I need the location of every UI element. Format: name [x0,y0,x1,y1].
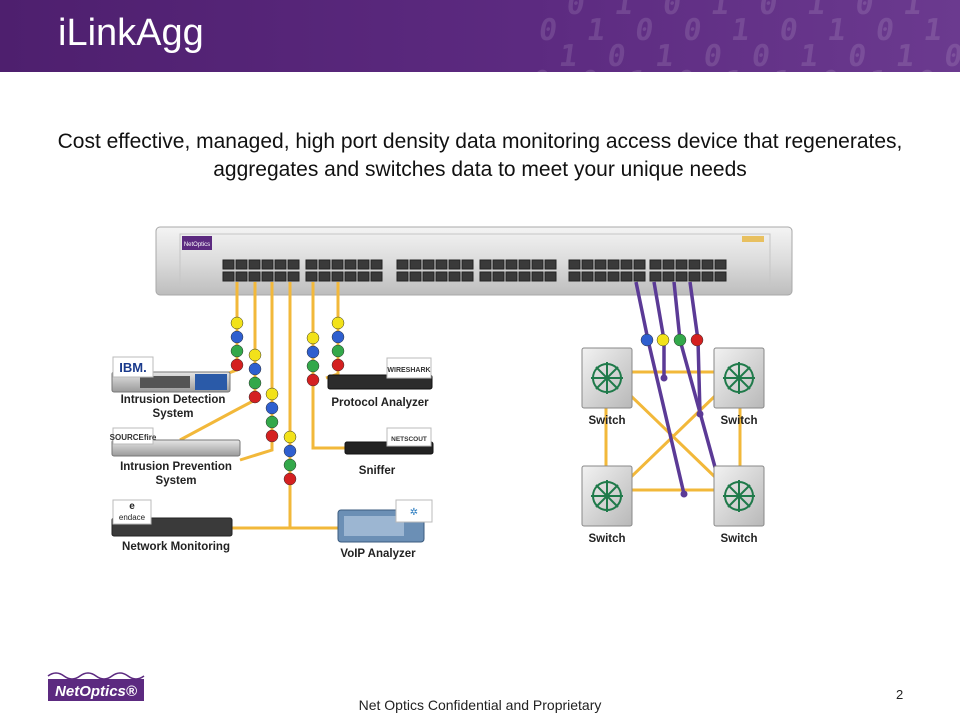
page-title: iLinkAgg [58,12,204,54]
appliance-logo-badge [182,236,212,250]
ips-label-line1: Intrusion Prevention [120,461,232,473]
network-monitoring-label: Network Monitoring [122,541,230,553]
port-bank [222,259,727,282]
voip-analyzer-label: VoIP Analyzer [340,548,416,560]
protocol-analyzer-device: WIRESHARK Protocol Analyzer [327,357,433,409]
sourcefire-logo: SOURCEfire [110,433,157,442]
switch-bottom-left: Switch [581,465,633,545]
intrusion-prevention-device: SOURCEfire Intrusion Prevention System [110,427,241,487]
network-monitoring-device: e endace Network Monitoring [111,499,233,553]
confidential-footer: Net Optics Confidential and Proprietary [358,697,602,713]
switch-label: Switch [720,415,757,427]
switch-top-left: Switch [581,347,633,427]
switch-interconnect-cables [604,370,742,492]
netoptics-logo: NetOptics® [47,672,145,701]
switch-top-right: Switch [713,347,765,427]
endace-logo: endace [119,513,146,522]
protocol-analyzer-label: Protocol Analyzer [331,397,429,409]
svg-text:✲: ✲ [410,507,418,518]
switch-label: Switch [720,533,757,545]
appliance-brand-label: NetOptics [184,242,210,248]
ilinkagg-appliance: NetOptics [155,226,793,296]
switch-label: Switch [588,415,625,427]
ips-label-line2: System [156,475,197,487]
wireshark-logo: WIRESHARK [387,367,430,374]
switch-bottom-right: Switch [713,465,765,545]
footer-brand: NetOptics® [55,683,138,700]
svg-text:e: e [129,501,135,512]
slide-subtitle: Cost effective, managed, high port densi… [57,130,903,181]
page-number: 2 [896,687,904,702]
ids-label-line2: System [153,408,194,420]
switch-traffic-dots [640,333,704,347]
ids-label-line1: Intrusion Detection [121,394,226,406]
switch-label: Switch [588,533,625,545]
title-bar: 0 1 0 1 0 1 0 1 0 1 0 0 1 0 1 0 1 1 0 1 … [0,0,960,72]
sniffer-device: NETSCOUT Sniffer [344,427,434,477]
ibm-logo: IBM. [119,360,146,375]
netscout-logo: NETSCOUT [391,436,427,443]
voip-analyzer-device: ✲ VoIP Analyzer [337,499,433,560]
sniffer-label: Sniffer [359,465,396,477]
intrusion-detection-device: IBM. Intrusion Detection System [111,356,231,420]
traffic-dots [230,316,345,486]
monitoring-cables [179,282,345,530]
